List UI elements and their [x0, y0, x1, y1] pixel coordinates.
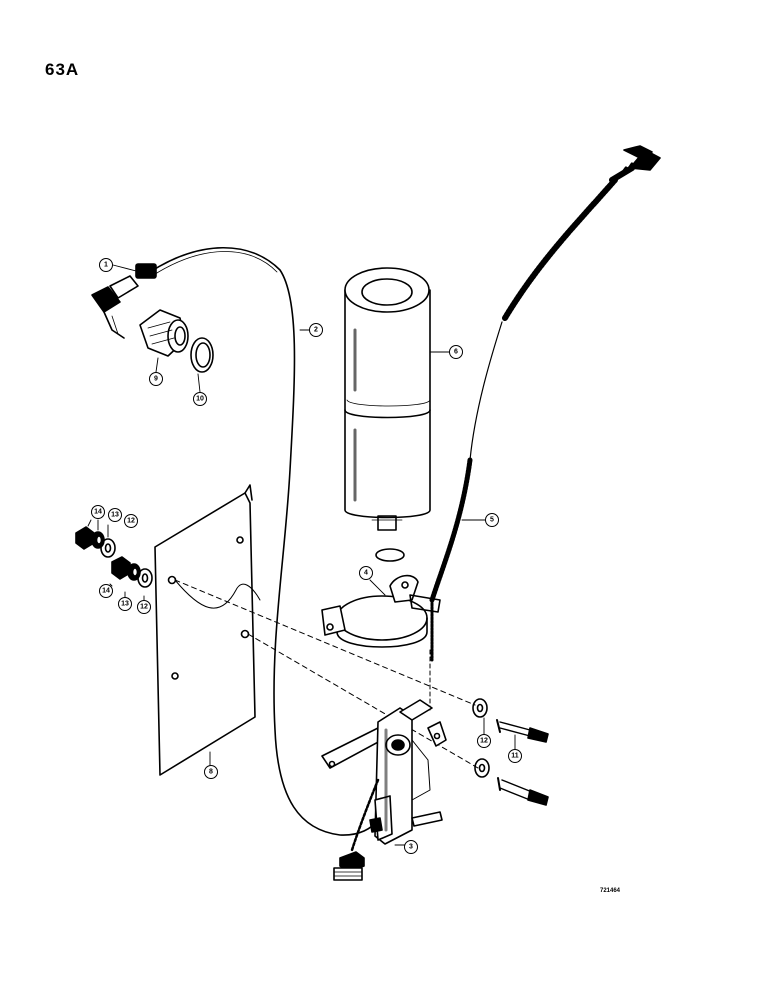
- callout-14-upper-label: 14: [94, 509, 102, 516]
- callout-12-upper-label: 12: [127, 518, 135, 525]
- drain-plug: [333, 851, 365, 881]
- callout-2-label: 2: [314, 327, 318, 334]
- filter-bowl: [344, 267, 431, 531]
- callout-13-upper-label: 13: [111, 512, 119, 519]
- bolt-washer-set: [472, 698, 549, 806]
- nut-washer-set-upper: [75, 526, 116, 558]
- callout-10-label: 10: [196, 396, 204, 403]
- pull-cable: [429, 145, 661, 662]
- callout-1: 1: [99, 258, 113, 272]
- drain-chain: [350, 778, 380, 852]
- callout-12-right-label: 12: [480, 738, 488, 745]
- callout-14-lower: 14: [99, 584, 113, 598]
- nut-washer-set-lower: [111, 556, 153, 588]
- callout-8-label: 8: [209, 769, 213, 776]
- callout-12-upper: 12: [124, 514, 138, 528]
- callout-11-label: 11: [511, 753, 519, 760]
- page-label: 63A: [45, 60, 80, 79]
- drawing-number: 721464: [600, 888, 621, 894]
- callout-3-label: 3: [409, 844, 413, 851]
- callout-5: 5: [485, 513, 499, 527]
- callout-1-label: 1: [104, 262, 108, 269]
- callout-12-lower-label: 12: [140, 604, 148, 611]
- callout-3: 3: [404, 840, 418, 854]
- callout-9-label: 9: [154, 376, 158, 383]
- callout-13-lower-label: 13: [121, 601, 129, 608]
- callout-4-label: 4: [364, 570, 368, 577]
- callout-8: 8: [204, 765, 218, 779]
- callout-6-label: 6: [454, 349, 458, 356]
- callout-12-right: 12: [477, 734, 491, 748]
- callout-11: 11: [508, 749, 522, 763]
- strap-clamp: [321, 574, 441, 648]
- callout-9: 9: [149, 372, 163, 386]
- callouts: 1 2 3 4 5 6 8 9 10 11 12 12 12 13 13 14 …: [91, 258, 522, 854]
- callout-14-lower-label: 14: [102, 588, 110, 595]
- mounting-plate: [154, 484, 261, 776]
- callout-2: 2: [309, 323, 323, 337]
- callout-13-lower: 13: [118, 597, 132, 611]
- sealing-washer: [190, 337, 214, 373]
- callout-5-label: 5: [490, 517, 494, 524]
- callout-6: 6: [449, 345, 463, 359]
- shutoff-valve: [321, 699, 447, 845]
- fuel-line: [149, 247, 379, 836]
- callout-13-upper: 13: [108, 508, 122, 522]
- elbow-fitting: [91, 263, 157, 339]
- callout-12-lower: 12: [137, 600, 151, 614]
- adapter-plug: [139, 309, 189, 357]
- o-ring: [375, 548, 405, 562]
- callout-4: 4: [359, 566, 373, 580]
- callout-14-upper: 14: [91, 505, 105, 519]
- callout-10: 10: [193, 392, 207, 406]
